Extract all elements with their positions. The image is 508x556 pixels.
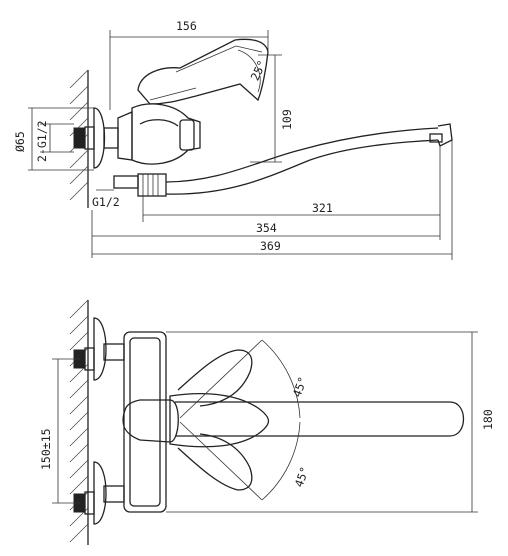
dim-180: 180 xyxy=(166,331,495,513)
dim-156: 156 xyxy=(109,19,269,110)
angle-45-upper-label: 45° xyxy=(290,375,310,399)
dim-width-label: 156 xyxy=(176,19,197,33)
dim-angle-45: 45° 45° xyxy=(179,339,312,501)
overall-369-label: 369 xyxy=(260,239,281,253)
spout-top xyxy=(122,399,464,443)
lever-top xyxy=(169,349,270,491)
lever-handle-side xyxy=(137,38,269,105)
dim-centers: 150±15 xyxy=(39,358,80,504)
top-view: 45° 45° 150±15 180 xyxy=(39,299,495,545)
dim-height-label: 109 xyxy=(280,109,294,130)
reach-321-label: 321 xyxy=(312,201,333,215)
thread-inlet-label: 2-G1/2 xyxy=(35,120,49,162)
inlet-fitting-side xyxy=(73,107,119,169)
angle-45-lower-label: 45° xyxy=(292,465,312,489)
angle-25-label: 25° xyxy=(248,58,269,83)
diameter-label: Ø65 xyxy=(13,131,27,152)
reach-354-label: 354 xyxy=(256,221,277,235)
thread-outlet-label: G1/2 xyxy=(92,195,120,209)
side-view: 156 25° 109 Ø65 2-G1/2 G1/2 xyxy=(13,19,453,260)
height-180-label: 180 xyxy=(481,409,495,430)
dim-diameter: Ø65 2-G1/2 xyxy=(13,107,94,171)
spout-side xyxy=(165,123,453,195)
dim-109: 109 xyxy=(250,54,294,163)
dim-outlet-thread: G1/2 xyxy=(92,189,120,209)
dim-reach: 321 354 369 xyxy=(91,140,453,260)
centers-label: 150±15 xyxy=(39,428,53,470)
body-plate-top xyxy=(123,331,167,513)
valve-body-side xyxy=(113,103,201,197)
